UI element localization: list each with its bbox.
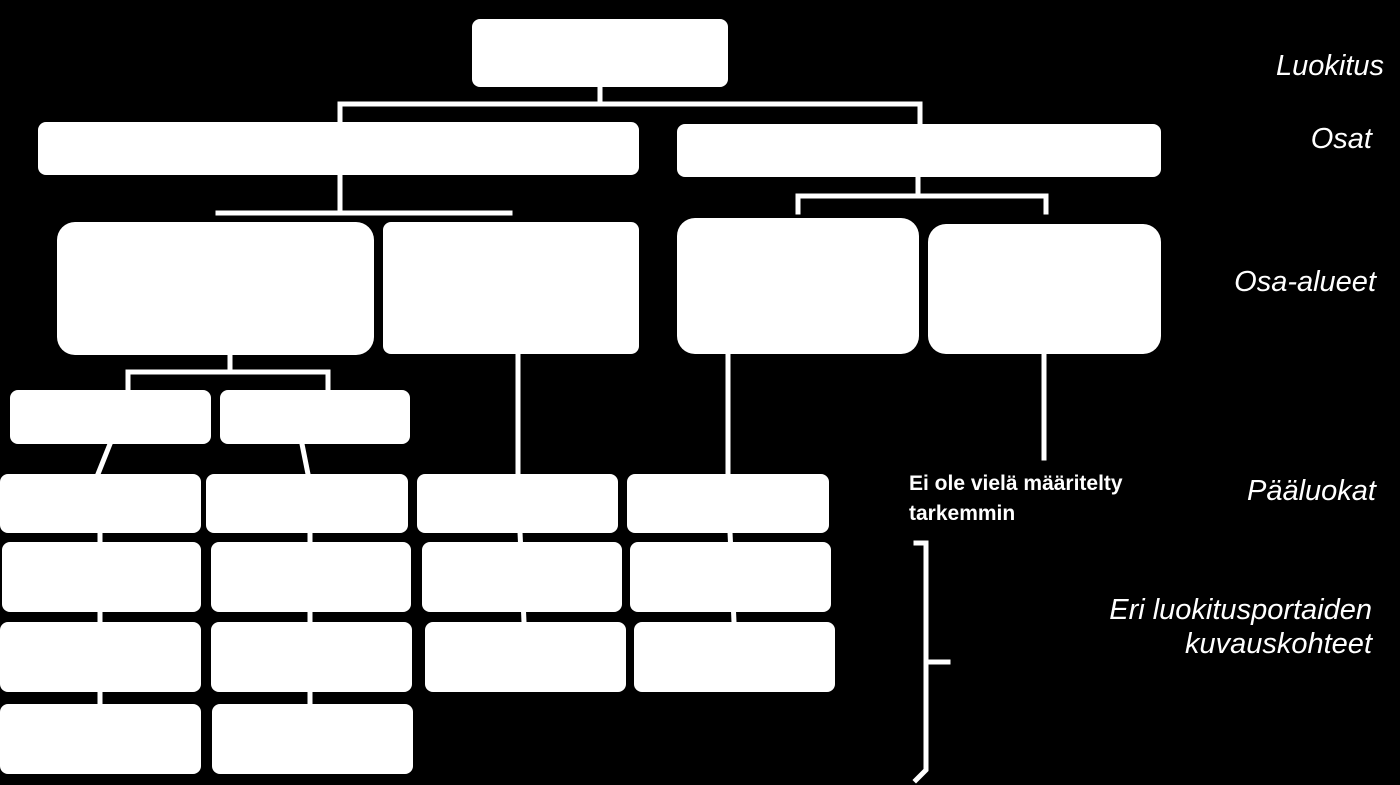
description-box-c2-r3 (212, 704, 413, 774)
sub-area-box-1 (10, 390, 211, 444)
area-box-2 (383, 222, 639, 354)
main-class-box-2 (206, 474, 408, 533)
main-class-box-1 (0, 474, 201, 533)
description-box-c2-r1 (211, 542, 411, 612)
description-box-c3-r2 (425, 622, 626, 692)
root-box (472, 19, 728, 87)
area-box-1 (57, 222, 374, 355)
sub-area-box-2 (220, 390, 410, 444)
main-class-box-3 (417, 474, 618, 533)
level-label-kuvauskohteet-2: kuvauskohteet (1184, 628, 1372, 660)
description-box-c2-r2 (211, 622, 412, 692)
area-box-3 (677, 218, 919, 354)
main-class-box-4 (627, 474, 829, 533)
area-box-4 (928, 224, 1161, 354)
undefined-note-line2: tarkemmin (909, 502, 1016, 525)
description-box-c4-r1 (630, 542, 831, 612)
undefined-note: Ei ole vielä määritelty tarkemmin (909, 469, 1123, 529)
description-box-c3-r1 (422, 542, 622, 612)
level-label-osat: Osat (1310, 123, 1372, 155)
part-box-right (677, 124, 1161, 177)
undefined-note-line1: Ei ole vielä määritelty (909, 472, 1123, 495)
description-box-c1-r3 (0, 704, 201, 774)
description-box-c1-r1 (2, 542, 201, 612)
description-box-c4-r2 (634, 622, 835, 692)
level-label-luokitus: Luokitus (1275, 50, 1384, 82)
level-label-kuvauskohteet-1: Eri luokitusportaiden (1109, 594, 1372, 626)
part-box-left (38, 122, 639, 175)
description-box-c1-r2 (0, 622, 201, 692)
level-label-paaluokat: Pääluokat (1247, 475, 1376, 507)
level-label-osa-alueet: Osa-alueet (1234, 266, 1376, 298)
